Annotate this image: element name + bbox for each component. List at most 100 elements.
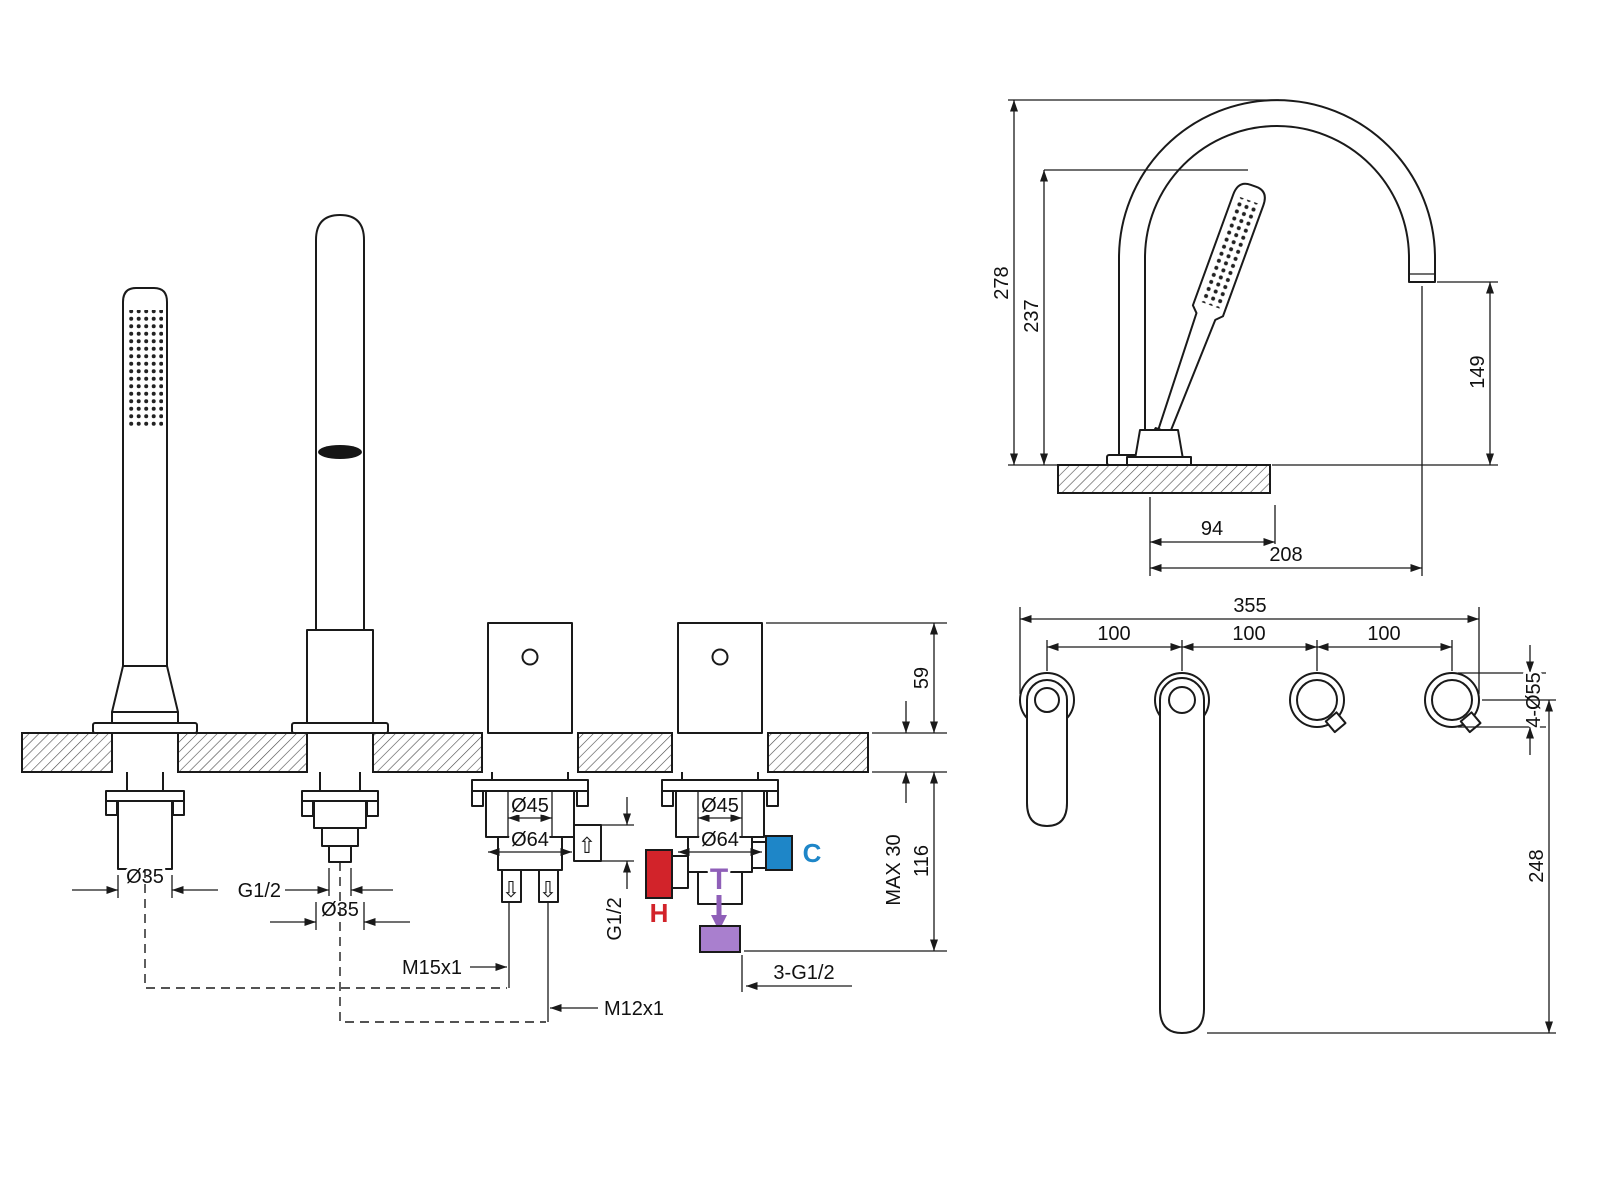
cold-inlet-stub (751, 841, 767, 869)
valve2-mounting-hook (661, 790, 674, 807)
valve1-flange-dia-label: Ø64 (511, 829, 549, 851)
handshower-mounting-hook (172, 800, 185, 816)
valve2-flange-dia-label: Ø64 (701, 829, 739, 851)
spout-hose-routing (339, 862, 546, 1023)
valve1-outlet-thread-dim: G1/2 (601, 894, 629, 943)
handshower-holder (111, 711, 179, 724)
valve2-body-dia-label: Ø45 (701, 795, 739, 817)
valve2-shank (681, 772, 759, 780)
spout-port-thread-label: M12x1 (604, 998, 664, 1020)
extension-lines (1046, 640, 1453, 671)
hole-spacing-1-label: 100 (1097, 623, 1130, 645)
spout-mounting-hook (366, 800, 379, 817)
extension-lines (601, 824, 634, 862)
height-above-deck-dim: 59 (908, 664, 936, 692)
front-view-dimensions: 59 MAX 30 116 (744, 622, 947, 952)
valve2-inlet-thread-label: 3-G1/2 (773, 962, 834, 984)
spout-plan-outline (1159, 677, 1205, 1034)
handshower-mounting-plate (105, 790, 185, 802)
extension-lines (1207, 699, 1556, 1034)
temp-label: T (710, 863, 728, 896)
handshower-plan-outline (1026, 679, 1068, 827)
spout-mounting-hook (301, 800, 314, 817)
overall-width-label: 355 (1233, 595, 1266, 617)
valve1-mounting-plate (471, 779, 589, 792)
handshower-shank (126, 772, 164, 793)
deck-thickness-dim: MAX 30 (880, 831, 908, 908)
spout-connector (321, 827, 359, 847)
handheld-shower: Ø35 (72, 287, 507, 989)
hole-spacing-2-label: 100 (1232, 623, 1265, 645)
front-section-view: Ø35 G1/2 Ø35 (21, 214, 947, 1023)
spout-tube (315, 214, 365, 631)
deck-section (372, 732, 483, 773)
deck-section (1057, 464, 1271, 494)
plan-view-dimensions: 355 100 100 100 4-Ø55 248 (1019, 592, 1556, 1034)
valve1-mounting-hook (576, 790, 589, 807)
hot-label: H (650, 898, 669, 928)
deck-section (767, 732, 869, 773)
side-view-dimensions: 278 237 149 94 208 (988, 99, 1498, 576)
gooseneck-spout (1118, 99, 1436, 466)
spout-shank (319, 772, 361, 793)
handshower-dock-flange (1126, 456, 1192, 466)
spout-plan-hub (1168, 686, 1196, 714)
valve2-handle-stem (677, 622, 763, 734)
depth-below-deck-dim: 116 (908, 842, 936, 880)
deck-thickness-label: MAX 30 (883, 834, 905, 905)
flow-up-arrow-icon: ⇧ (578, 833, 596, 858)
mixed-outlet-fitting (699, 925, 741, 953)
cold-inlet-marker (765, 835, 793, 871)
valve1-outlet-thread-label: G1/2 (604, 897, 626, 940)
valve1-bottom-port (501, 869, 522, 903)
extension-lines (744, 622, 947, 952)
handshower-cone (111, 665, 179, 713)
handshower-leaning (1142, 182, 1266, 458)
cold-label: C (803, 838, 822, 868)
deck-section (177, 732, 308, 773)
outlet-height-dim: 149 (1464, 352, 1492, 391)
spout-mounting-plate (301, 790, 379, 802)
valve2-mounting-hook (766, 790, 779, 807)
spout-hose-nipple (328, 845, 352, 863)
deck (21, 732, 869, 773)
spout-height-label: 278 (991, 266, 1013, 299)
handle-1-lever-tab (1324, 711, 1347, 734)
hole-spacing-3-label: 100 (1367, 623, 1400, 645)
valve1-body-dia-label: Ø45 (511, 795, 549, 817)
valve1-handle-stem (487, 622, 573, 734)
handshower-mounting-hook (105, 800, 118, 816)
tub-spout: G1/2 Ø35 (235, 214, 546, 1023)
valve1-screw-hole (521, 648, 539, 666)
port-lead-lines (508, 902, 549, 1022)
handshower-spray-face (1198, 195, 1260, 310)
extension-lines (1019, 607, 1480, 694)
spout-base-cylinder (306, 629, 374, 724)
thermostatic-valve: H C Ø45 Ø64 T 3-G1/2 (645, 622, 852, 992)
outlet-height-label: 149 (1467, 355, 1489, 388)
valve2-mounting-plate (661, 779, 779, 792)
deck-section (577, 732, 673, 773)
handshower-height-label: 237 (1021, 299, 1043, 332)
handle-1-plan (1296, 679, 1338, 721)
reach-total-label: 208 (1269, 544, 1302, 566)
handshower-spray-face (127, 310, 163, 428)
valve1-side-outlet (573, 824, 602, 862)
depth-below-deck-label: 116 (911, 845, 933, 877)
handshower-hose-connector (117, 800, 173, 870)
hot-inlet-stub (671, 855, 689, 889)
plan-view: 355 100 100 100 4-Ø55 248 (1019, 592, 1556, 1034)
spout-escutcheon (291, 722, 389, 734)
handshower-plan-hub (1034, 687, 1060, 713)
flow-down-arrow-icon: ⇩ (502, 877, 520, 902)
diverter-valve: ⇧ ⇩ ⇩ Ø45 Ø64 G1/2 M15x1 M12x1 (399, 622, 667, 1023)
extension-lines (1008, 99, 1498, 576)
handshower-port-thread-label: M15x1 (402, 957, 462, 979)
valve2-screw-hole (711, 648, 729, 666)
hot-inlet-marker (645, 849, 673, 899)
handshower-hose-routing (144, 869, 507, 989)
mixed-flow-arrow-icon (711, 915, 727, 931)
flow-down-arrow-icon: ⇩ (539, 877, 557, 902)
handle-2-plan (1431, 679, 1473, 721)
